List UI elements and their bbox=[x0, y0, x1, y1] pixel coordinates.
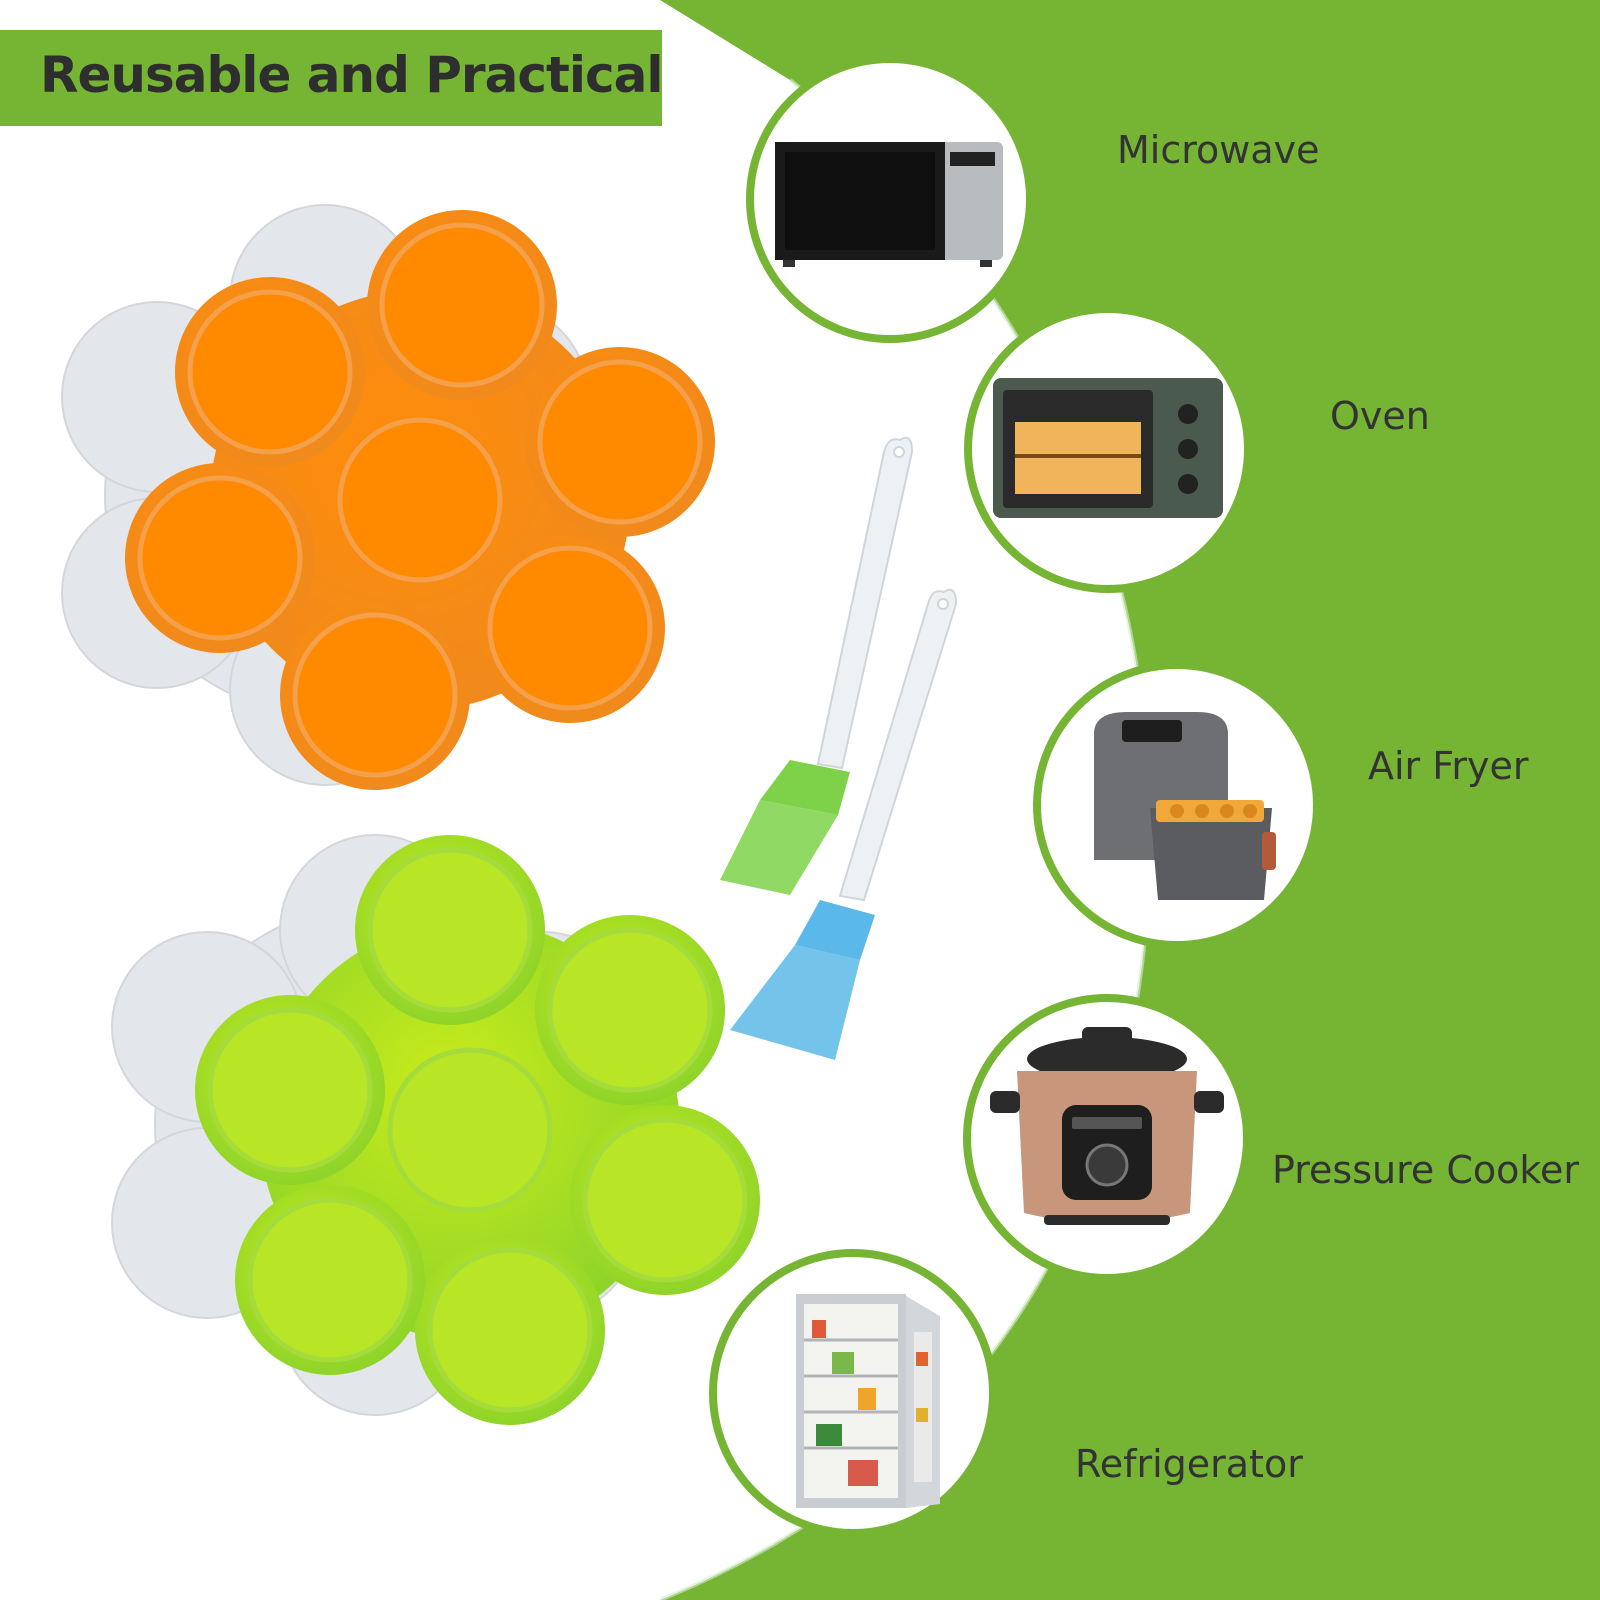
microwave-icon bbox=[746, 55, 1034, 343]
refrigerator-badge bbox=[708, 1248, 998, 1538]
oven-badge bbox=[963, 304, 1253, 594]
air-fryer-icon bbox=[1033, 661, 1321, 949]
appliance-label-refrigerator: Refrigerator bbox=[1075, 1442, 1303, 1486]
appliance-label-microwave: Microwave bbox=[1117, 128, 1320, 172]
appliance-label-oven: Oven bbox=[1330, 394, 1430, 438]
green-brush bbox=[720, 436, 914, 895]
title-banner bbox=[0, 30, 662, 126]
page-title: Reusable and Practical bbox=[40, 46, 664, 104]
blue-brush bbox=[730, 588, 958, 1060]
appliance-label-air-fryer: Air Fryer bbox=[1368, 744, 1529, 788]
oven-icon bbox=[964, 305, 1252, 593]
appliance-label-pressure-cooker: Pressure Cooker bbox=[1272, 1148, 1580, 1192]
orange-mold-cups bbox=[137, 222, 703, 778]
green-panel bbox=[660, 0, 1600, 1600]
air-fryer-badge bbox=[1032, 660, 1322, 950]
microwave-badge bbox=[745, 54, 1035, 344]
green-mold bbox=[111, 834, 760, 1425]
green-mold-cups bbox=[207, 847, 748, 1413]
pressure-cooker-badge bbox=[962, 993, 1252, 1283]
refrigerator-icon bbox=[709, 1249, 997, 1537]
orange-mold bbox=[61, 204, 715, 790]
pressure-cooker-icon bbox=[963, 994, 1251, 1282]
